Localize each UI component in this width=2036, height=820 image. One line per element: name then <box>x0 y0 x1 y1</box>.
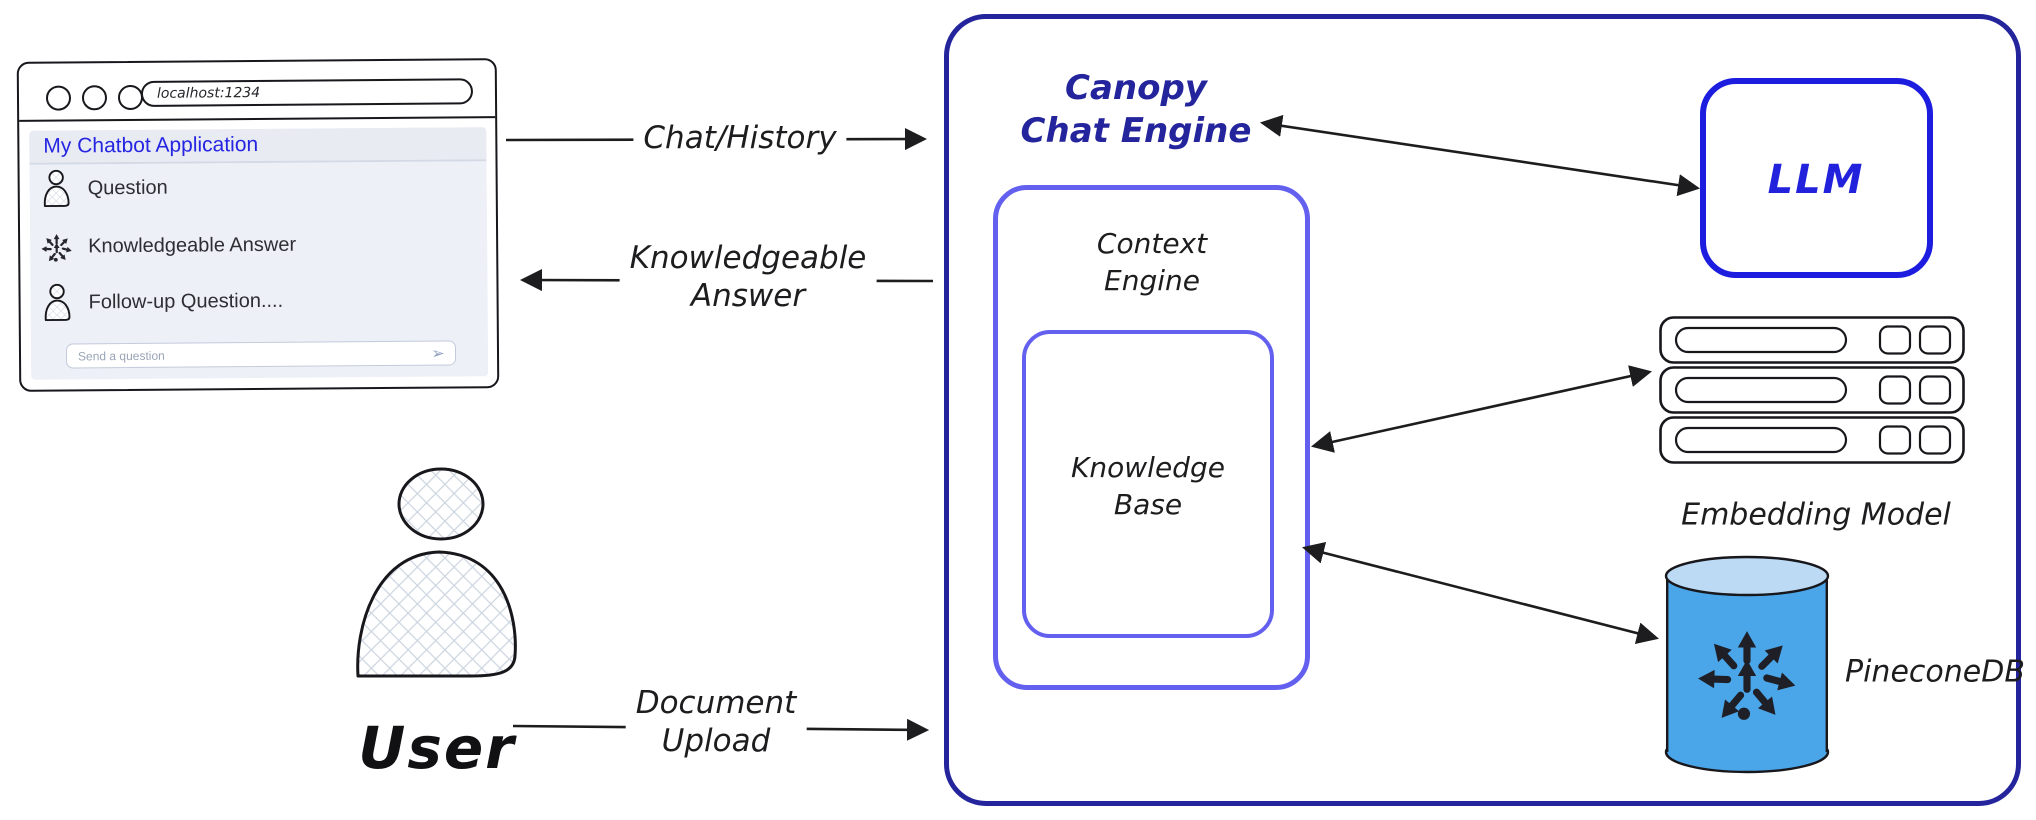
context-engine-title: Context Engine <box>1097 225 1207 299</box>
knowledgeable-answer-line2: Answer <box>690 278 806 314</box>
chat-message-text: Knowledgeable Answer <box>88 233 297 257</box>
url-bar: localhost:1234 <box>140 78 474 107</box>
pinecone-db-label: PineconeDB <box>1845 654 2025 690</box>
person-icon <box>43 169 70 208</box>
app-title: My Chatbot Application <box>29 127 487 165</box>
server-rack-icon <box>1659 366 1965 414</box>
canopy-title: Canopy Chat Engine <box>1021 67 1252 153</box>
send-icon[interactable]: ➢ <box>431 345 445 363</box>
person-icon <box>356 467 517 678</box>
message-input-container: ➢ <box>65 340 457 369</box>
knowledge-base-title: Knowledge Base <box>1071 449 1225 523</box>
canopy-title-line2: Chat Engine <box>1020 111 1252 151</box>
traffic-light-icon <box>81 85 108 111</box>
pinecone-db <box>1660 551 1835 782</box>
user-label: User <box>358 714 516 782</box>
database-cylinder-icon <box>1664 555 1830 774</box>
server-rack-icon <box>1659 316 1965 364</box>
knowledge-base-line1: Knowledge <box>1071 451 1225 484</box>
canopy-title-line1: Canopy <box>1065 68 1207 108</box>
knowledge-base-box <box>1022 330 1274 638</box>
chat-message-row: Question <box>40 167 168 210</box>
chat-panel: My Chatbot Application Question Knowledg… <box>29 127 489 380</box>
context-engine-line2: Engine <box>1104 264 1200 297</box>
knowledge-base-line2: Base <box>1113 488 1183 521</box>
document-upload-line1: Document <box>635 685 797 721</box>
llm-box <box>1700 78 1933 278</box>
knowledgeable-answer-label: Knowledgeable Answer <box>619 237 877 317</box>
chat-history-label: Chat/History <box>633 117 847 159</box>
window-controls <box>45 84 144 111</box>
chat-message-text: Follow-up Question.... <box>88 289 284 313</box>
toolbar-divider <box>19 116 496 122</box>
document-upload-label: Document Upload <box>625 682 807 762</box>
chat-message-row: Knowledgeable Answer <box>40 224 296 268</box>
pinecone-logo-icon <box>40 229 73 264</box>
embedding-model-servers <box>1659 316 1965 466</box>
context-engine-line1: Context <box>1096 227 1208 260</box>
url-text: localhost:1234 <box>156 84 261 102</box>
knowledgeable-answer-line1: Knowledgeable <box>629 240 867 276</box>
llm-label: LLM <box>1767 157 1865 203</box>
person-icon <box>44 283 71 322</box>
user-figure <box>353 466 523 689</box>
document-upload-line2: Upload <box>661 723 771 759</box>
browser-window: localhost:1234 My Chatbot Application Qu… <box>16 58 500 392</box>
message-input[interactable] <box>66 345 422 365</box>
traffic-light-icon <box>45 85 72 111</box>
server-rack-icon <box>1659 416 1965 464</box>
chat-message-row: Follow-up Question.... <box>40 280 283 324</box>
chat-message-text: Question <box>87 176 168 199</box>
traffic-light-icon <box>117 84 144 111</box>
embedding-model-label: Embedding Model <box>1681 497 1951 533</box>
